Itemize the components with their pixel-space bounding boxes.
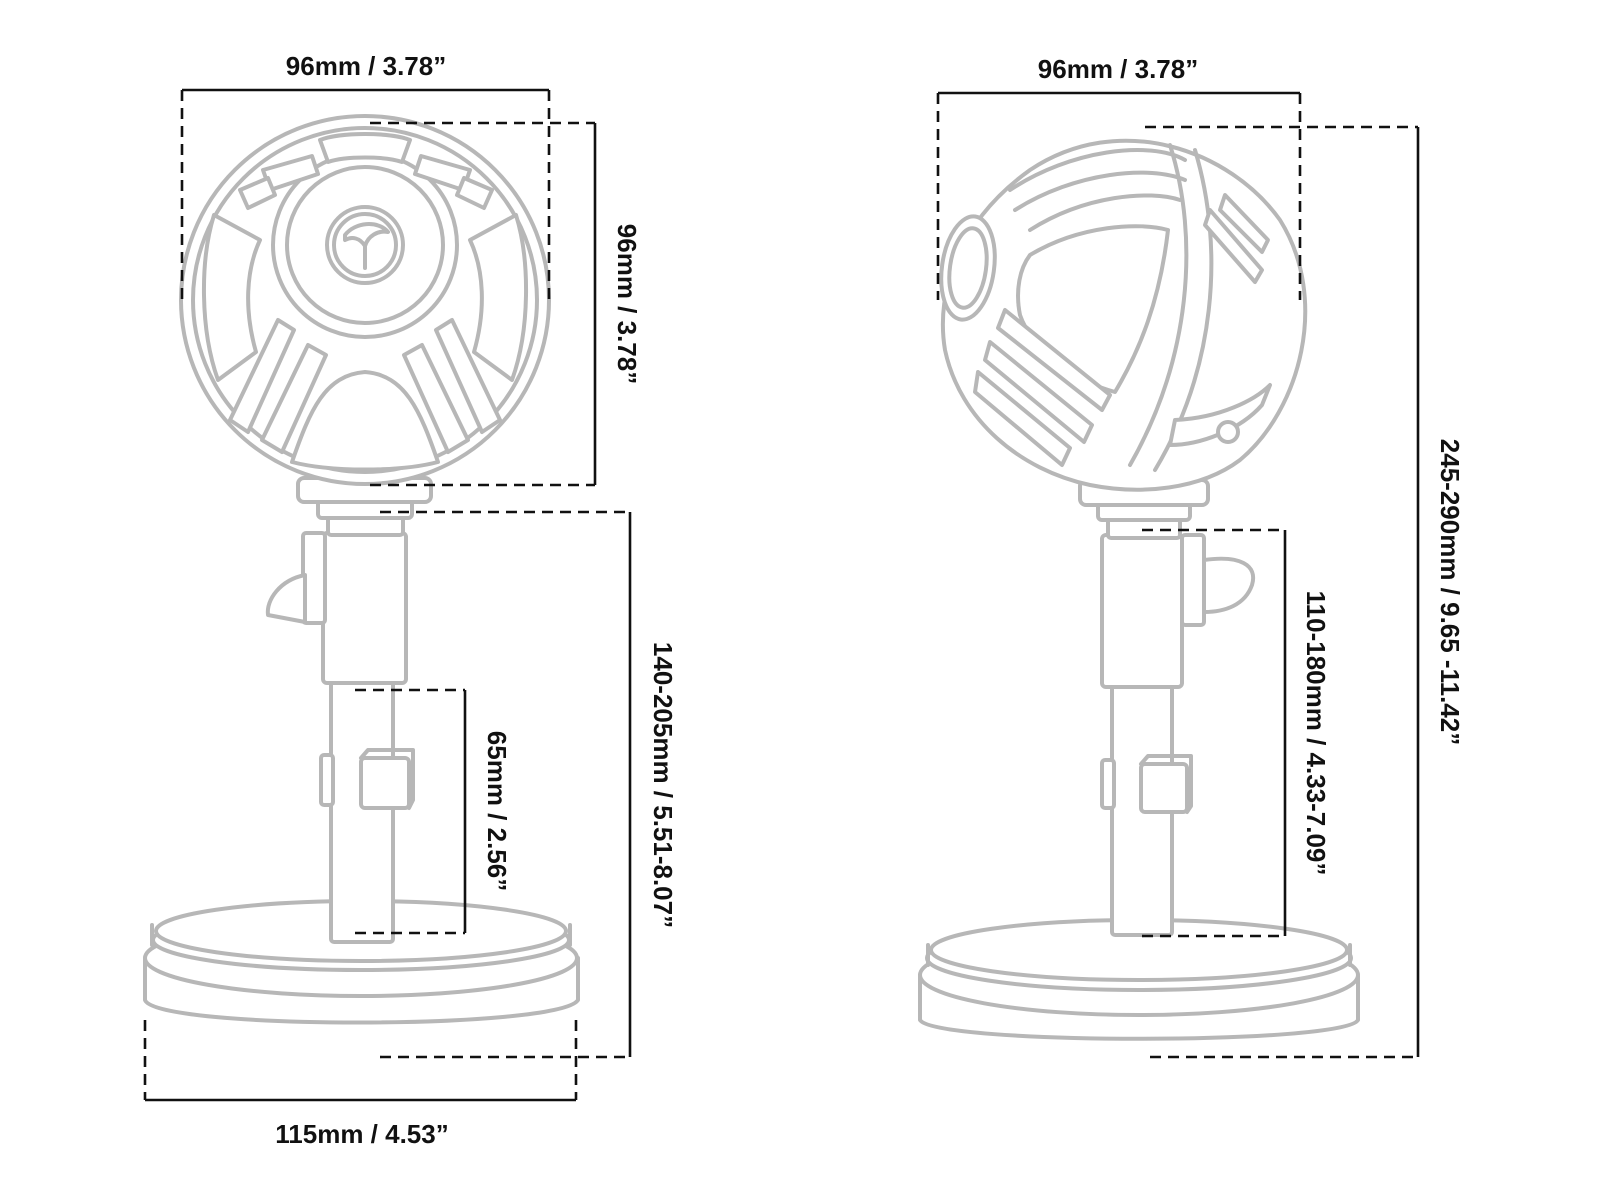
side-microphone-drawing — [918, 138, 1360, 1041]
front-microphone-drawing — [143, 114, 580, 1025]
side-head-width-label: 96mm / 3.78” — [1038, 54, 1198, 84]
front-head-width-label: 96mm / 3.78” — [286, 51, 446, 81]
logo-emblem-icon — [343, 222, 390, 270]
front-head-height-label: 96mm / 3.78” — [612, 224, 642, 384]
side-stand-extension-label: 110-180mm / 4.33-7.09” — [1301, 591, 1331, 876]
front-base-diameter-label: 115mm / 4.53” — [275, 1119, 448, 1149]
side-dimension-lines — [936, 91, 1420, 1059]
front-lower-tube-label: 65mm / 2.56” — [482, 731, 512, 891]
front-dimension-lines — [143, 88, 632, 1102]
front-total-stand-height-label: 140-205mm / 5.51-8.07” — [648, 642, 678, 928]
side-total-height-label: 245-290mm / 9.65 -11.42” — [1435, 439, 1465, 745]
